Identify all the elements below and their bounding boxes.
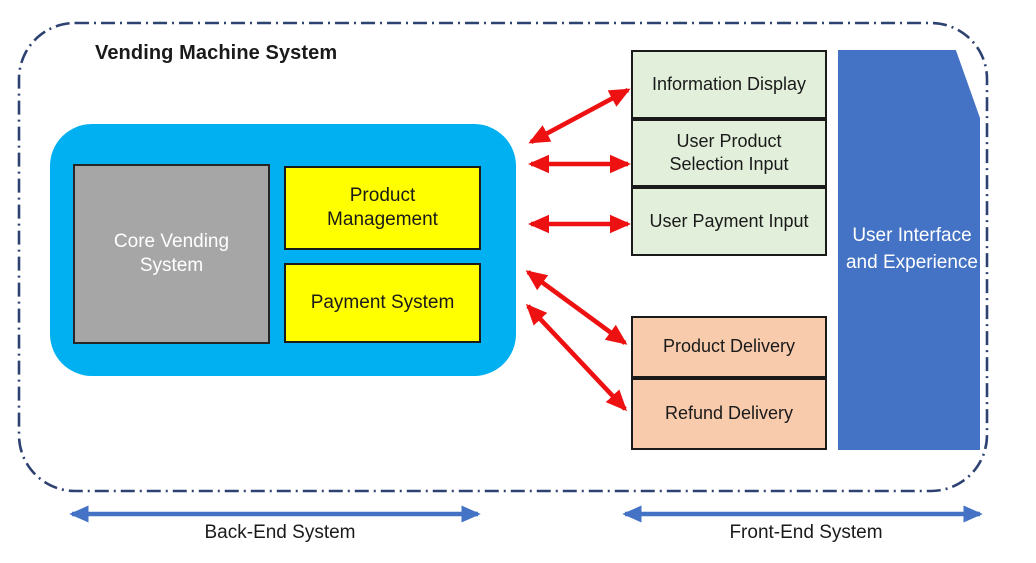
user-payment-input-box[interactable]: User Payment Input [631,187,827,256]
core-vending-system-box[interactable]: Core Vending System [73,164,270,344]
page-title: Vending Machine System [95,42,338,64]
payment-system-box[interactable]: Payment System [284,263,481,343]
product-delivery-box[interactable]: Product Delivery [631,316,827,378]
information-display-connector [528,87,631,145]
information-display-box[interactable]: Information Display [631,50,827,119]
user-interface-panel[interactable]: User Interface and Experience [838,50,980,450]
backend-span-label: Back-End System [204,522,356,543]
product-management-box[interactable]: Product Management [284,166,481,250]
refund-delivery-connector [525,303,628,412]
product-delivery-connector [525,270,628,345]
frontend-span-label: Front-End System [729,522,883,543]
refund-delivery-box[interactable]: Refund Delivery [631,378,827,450]
user-product-selection-input-box[interactable]: User Product Selection Input [631,119,827,187]
